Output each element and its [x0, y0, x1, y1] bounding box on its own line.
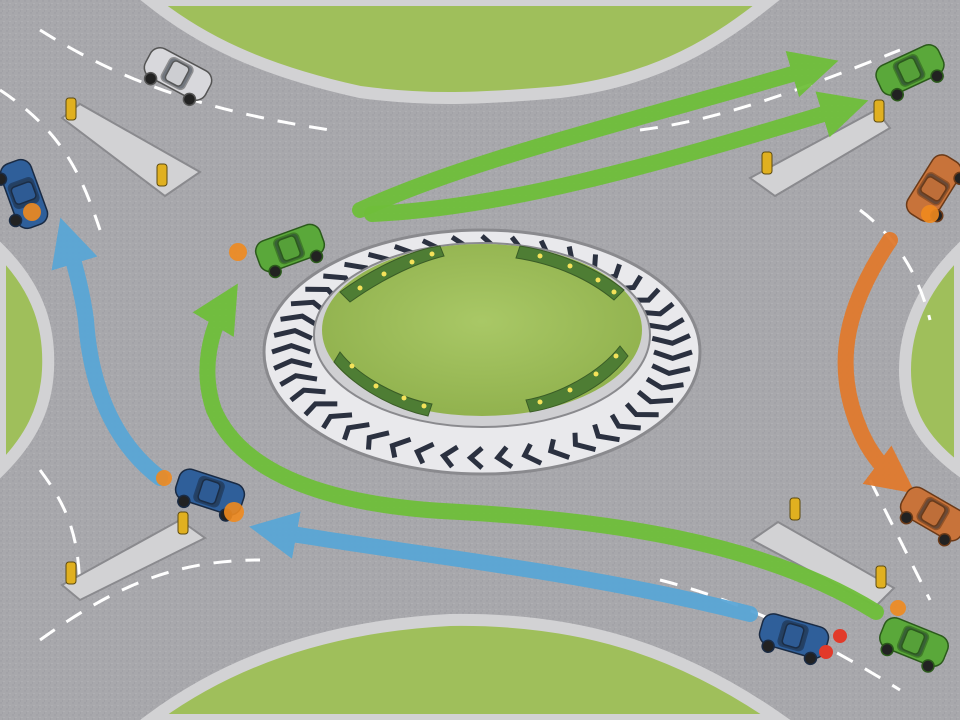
verge-bottom	[139, 613, 791, 720]
route-arrows	[51, 50, 916, 622]
chevron-mark	[271, 343, 311, 355]
flower-bed	[333, 245, 629, 417]
bollard	[65, 97, 77, 121]
chevron-mark	[645, 376, 684, 391]
bollard	[873, 99, 885, 123]
chevron-mark	[547, 438, 571, 460]
central-island	[262, 228, 702, 476]
chevron-mark	[609, 413, 641, 431]
chevron-mark	[413, 441, 435, 465]
indicator-light	[224, 502, 244, 522]
splitter-island-top-left	[60, 97, 202, 198]
chevron-mark	[273, 358, 313, 371]
route-arrow-orange	[837, 232, 916, 494]
chevron-mark	[636, 389, 674, 405]
chevron-mark	[289, 387, 326, 403]
flowers	[349, 251, 619, 409]
chevron-mark	[646, 317, 685, 331]
chevron-mark	[279, 373, 318, 387]
chevron-mark	[521, 442, 543, 466]
verge-top	[140, 0, 780, 104]
chevron-mark	[624, 402, 659, 418]
bollard	[761, 151, 773, 175]
chevron-mark	[651, 363, 691, 376]
indicator-light	[23, 203, 41, 221]
brake-light	[819, 645, 833, 659]
route-arrow-blue-left	[51, 217, 168, 486]
chevron-mark	[651, 333, 691, 346]
bollard	[65, 561, 77, 585]
indicator-light	[229, 243, 247, 261]
chevron-mark	[439, 444, 459, 469]
route-arrow-green-around	[192, 283, 884, 620]
chevron-mark	[303, 401, 338, 417]
chevron-mark	[494, 445, 514, 469]
chevron-mark	[342, 422, 370, 441]
splitter-island-bottom-left	[60, 511, 207, 602]
bollard	[875, 565, 887, 589]
cars	[0, 40, 960, 677]
indicator-light	[890, 600, 906, 616]
chevron-mark	[466, 446, 484, 470]
bollard	[156, 163, 168, 187]
chevron-mark	[592, 423, 620, 443]
chevron-mark	[653, 349, 693, 361]
chevron-mark	[321, 412, 353, 430]
chevron-mark	[365, 430, 390, 450]
chevron-mark	[389, 436, 412, 459]
route-arrow-blue-ahead	[249, 511, 758, 622]
verge-right	[898, 241, 960, 478]
bollard	[177, 511, 189, 535]
indicator-light	[156, 470, 172, 486]
brake-light	[833, 629, 847, 643]
route-arrow-green-exit-lower	[364, 91, 869, 222]
chevron-mark	[280, 313, 319, 328]
indicator-light	[921, 205, 939, 223]
bollard	[789, 497, 801, 521]
route-arrow-green-exit-upper	[352, 50, 839, 218]
chevron-mark	[572, 432, 597, 453]
verge-left	[0, 241, 55, 479]
chevron-mark	[273, 328, 313, 341]
